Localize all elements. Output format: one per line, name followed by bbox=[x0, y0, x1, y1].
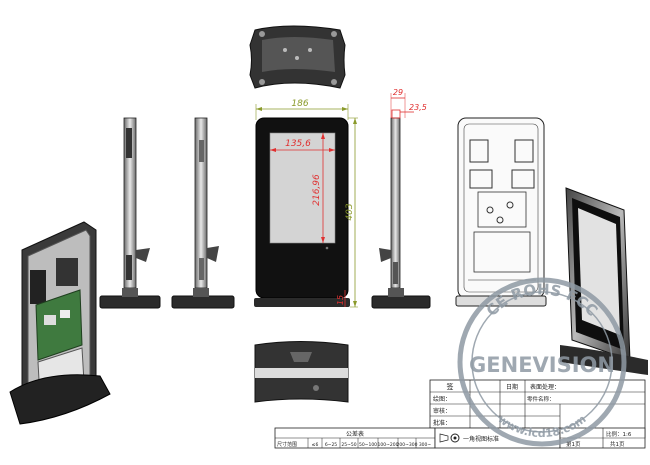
title-block-review: 审核： bbox=[433, 407, 451, 415]
projection-label: 一角视图标准 bbox=[463, 435, 499, 443]
title-block-drawing: 绘图： bbox=[433, 395, 451, 403]
range-0: ≤6 bbox=[312, 442, 319, 448]
size-range-label: 尺寸范围 bbox=[277, 441, 297, 448]
range-1: 6~25 bbox=[325, 442, 337, 448]
left-side-view bbox=[99, 117, 161, 309]
height-dimension-label: 403 bbox=[345, 203, 355, 220]
rear-view bbox=[455, 117, 547, 307]
total-label: 共1页 bbox=[610, 440, 625, 448]
top-view-base bbox=[249, 25, 346, 89]
depth-label: 29 bbox=[393, 88, 403, 97]
scale-label: 比例：1:6 bbox=[606, 430, 632, 438]
stamp-brand: GENEVISION bbox=[469, 353, 615, 377]
isometric-front-view bbox=[560, 187, 648, 375]
screen-width-label: 135,6 bbox=[285, 139, 311, 149]
sheet-label: 第1页 bbox=[566, 440, 581, 448]
tolerance-title: 公差表 bbox=[346, 430, 364, 438]
range-4: 100~200 bbox=[378, 442, 399, 448]
width-dimension-label: 186 bbox=[291, 99, 308, 109]
right-side-view bbox=[171, 117, 235, 309]
range-6: 300~ bbox=[419, 442, 432, 448]
screen-area bbox=[269, 132, 336, 244]
range-2: 25~50 bbox=[341, 442, 356, 448]
front-dimensions bbox=[255, 104, 358, 308]
bottom-view-base bbox=[254, 341, 349, 403]
depth-screen-label: 23,5 bbox=[409, 103, 427, 112]
certification-stamp bbox=[457, 277, 627, 447]
range-3: 50~100 bbox=[359, 442, 377, 448]
front-view bbox=[254, 117, 350, 307]
title-block-approve: 批准： bbox=[433, 419, 451, 427]
title-block-date: 日期 bbox=[506, 383, 518, 391]
side-profile-view bbox=[371, 93, 431, 309]
title-block-surface: 表面处理： bbox=[530, 383, 560, 391]
screen-height-label: 216,96 bbox=[312, 174, 322, 206]
title-block-part: 零件名称： bbox=[527, 395, 555, 403]
base-height-label: 15 bbox=[336, 295, 345, 305]
isometric-rear-view bbox=[9, 221, 111, 425]
title-block-sign: 签 bbox=[447, 382, 454, 391]
range-5: 200~300 bbox=[397, 442, 418, 448]
